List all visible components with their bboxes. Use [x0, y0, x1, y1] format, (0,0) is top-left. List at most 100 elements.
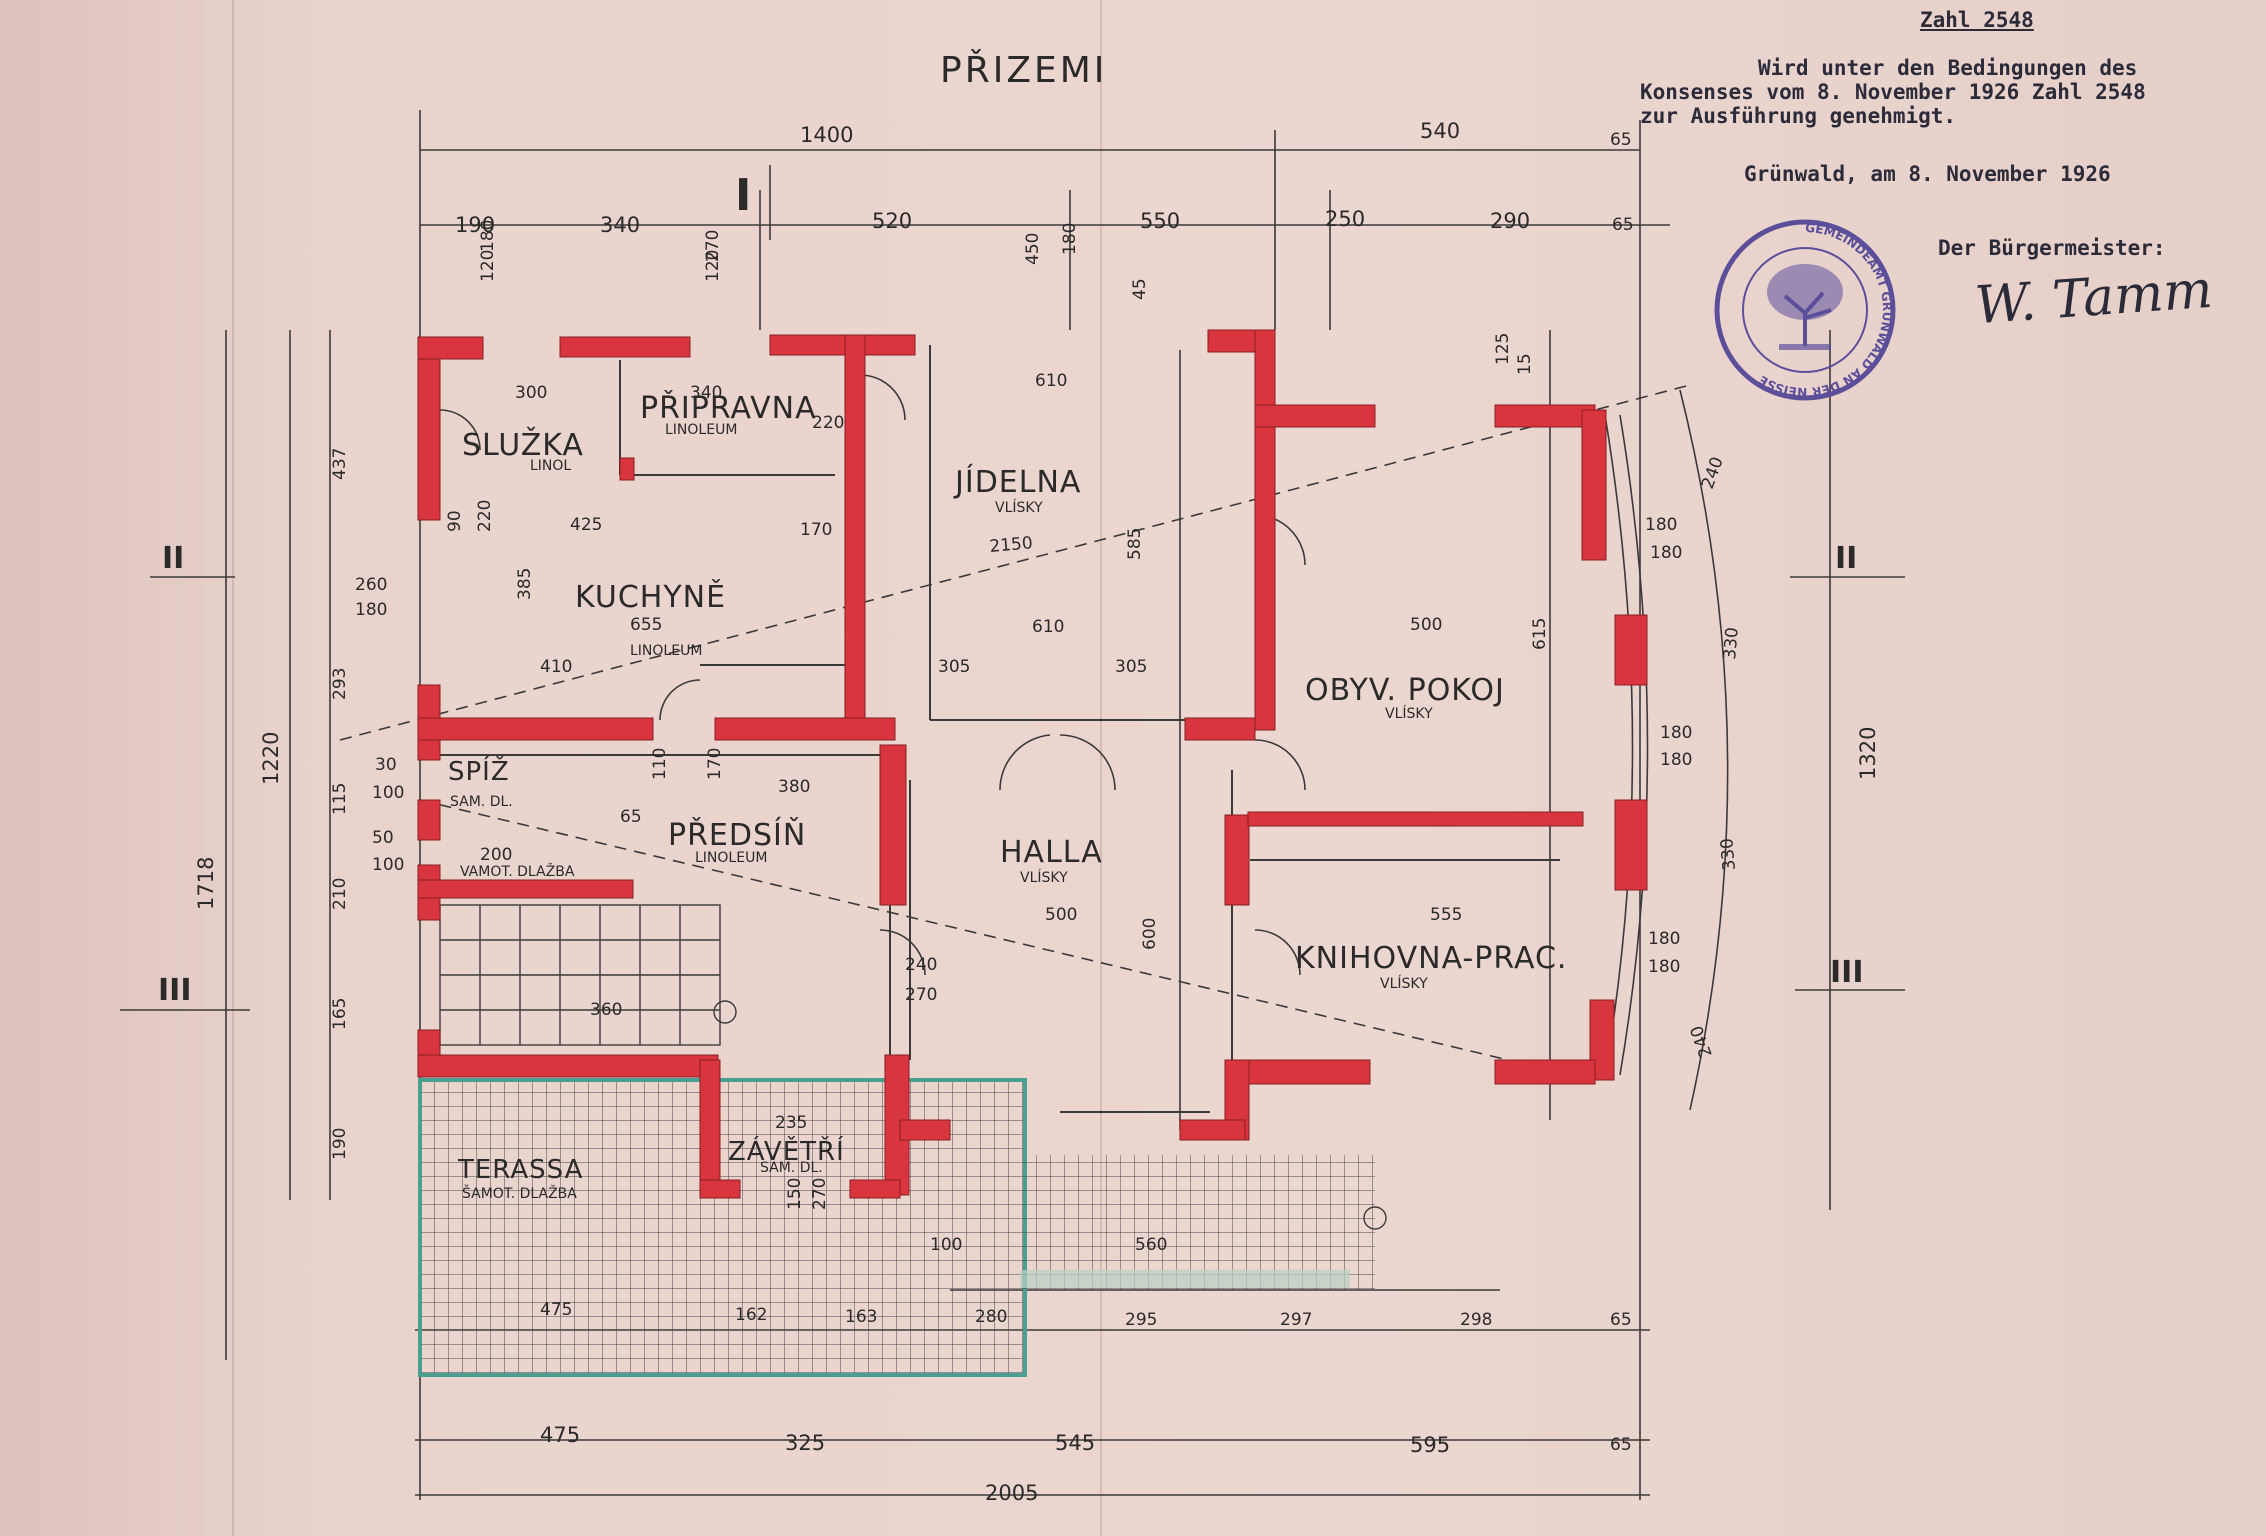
- approval-mayor: Der Bürgermeister:: [1938, 236, 2166, 260]
- paper-fold: [1100, 0, 1102, 1536]
- dimension-label: 65: [1612, 215, 1634, 235]
- dimension-label: 293: [330, 668, 350, 700]
- dimension-label: 170: [800, 520, 832, 540]
- dimension-label: 1220: [259, 732, 283, 785]
- dimension-label: 1718: [194, 857, 218, 910]
- dimension-label: 125: [1493, 333, 1513, 365]
- wall: [844, 334, 866, 731]
- room-name-pripravna: PŘIPRAVNA: [640, 390, 817, 426]
- dimension-label: 180: [1060, 223, 1080, 255]
- room-floor-knihovna: VLÍSKY: [1380, 975, 1428, 992]
- dimension-label: 475: [540, 1300, 572, 1320]
- dimension-label: 100: [372, 783, 404, 803]
- dimension-label: 305: [938, 657, 970, 677]
- staircase: [439, 904, 1387, 1230]
- dimension-label: 150: [785, 1178, 805, 1210]
- dimension-label: 220: [812, 413, 844, 433]
- room-name-terassa: TERASSA: [457, 1155, 583, 1185]
- walls: [417, 329, 1648, 1199]
- dimension-label: 235: [775, 1113, 807, 1133]
- dimension-label: 360: [590, 1000, 622, 1020]
- dimension-label: 500: [1045, 905, 1077, 925]
- dimension-label: 330: [1720, 626, 1743, 660]
- dimension-label: 305: [1115, 657, 1147, 677]
- dimension-label: 250: [1325, 207, 1365, 231]
- room-name-zavetri: ZÁVĚTŘÍ: [728, 1135, 845, 1167]
- dimension-label: 270: [905, 985, 937, 1005]
- wall: [1247, 811, 1584, 827]
- wall: [1224, 814, 1250, 906]
- wall: [417, 717, 654, 741]
- wall: [1494, 1059, 1596, 1085]
- dimension-label: 110: [650, 748, 670, 780]
- step-tint: [1020, 1270, 1350, 1288]
- room-floor-halla: VLÍSKY: [1020, 869, 1068, 886]
- dimension-label: 475: [540, 1423, 580, 1447]
- wall: [879, 744, 907, 906]
- dimension-label: 295: [1125, 1310, 1157, 1330]
- entrance-steps: [905, 1155, 1375, 1290]
- wall: [417, 799, 441, 841]
- dimension-label: 585: [1125, 528, 1145, 560]
- room-floor-pripravna: LINOLEUM: [665, 422, 737, 438]
- room-floor-sluzka: LINOL: [530, 458, 571, 474]
- dimension-label: 115: [330, 783, 350, 815]
- wall: [1179, 1119, 1246, 1141]
- dimension-label: 300: [515, 383, 547, 403]
- dimension-label: 270: [810, 1178, 830, 1210]
- dimension-label: 560: [1135, 1235, 1167, 1255]
- room-floor-zavetri: SAM. DL.: [760, 1160, 823, 1176]
- room-floor-predsin: LINOLEUM: [695, 850, 767, 866]
- room-name-spiz: SPÍŽ: [448, 755, 510, 787]
- dimension-label: 550: [1140, 209, 1180, 233]
- dimension-label: 180: [1648, 929, 1680, 949]
- dimension-label: 340: [600, 213, 640, 237]
- section-marker-top: I: [735, 170, 751, 221]
- dimension-label: 65: [1610, 1435, 1632, 1455]
- dimension-label: 450: [1023, 233, 1043, 265]
- dimension-label: 120: [703, 250, 723, 282]
- dimension-label: 425: [570, 515, 602, 535]
- dimension-label: 15: [1515, 353, 1535, 375]
- approval-place-date: Grünwald, am 8. November 1926: [1744, 162, 2111, 186]
- wall: [1184, 717, 1256, 741]
- dimension-label: 290: [1490, 209, 1530, 233]
- dimension-label: 380: [778, 777, 810, 797]
- dimension-label: 280: [975, 1307, 1007, 1327]
- drawing-titles: PŘIZEMI I II II III III: [158, 49, 1864, 1008]
- dimension-label: 600: [1140, 918, 1160, 950]
- dimension-label: 610: [1035, 371, 1067, 391]
- room-name-halla: HALLA: [1000, 835, 1103, 870]
- dimension-label: 595: [1410, 1433, 1450, 1457]
- wall: [1254, 329, 1276, 731]
- dimension-label: 240: [1687, 1023, 1717, 1060]
- dimension-label: 50: [372, 828, 394, 848]
- wall: [417, 879, 634, 899]
- dimension-label: 615: [1530, 618, 1550, 650]
- dimension-label: 2005: [985, 1481, 1038, 1505]
- dimension-label: 298: [1460, 1310, 1492, 1330]
- dimension-label: 220: [475, 500, 495, 532]
- dimension-label: 100: [372, 855, 404, 875]
- approval-reference: Zahl 2548: [1920, 8, 2034, 32]
- dimension-label: 180: [1648, 957, 1680, 977]
- room-labels: SLUŽKA LINOL PŘIPRAVNA LINOLEUM JÍDELNA …: [448, 390, 1566, 1202]
- wall: [559, 336, 691, 358]
- dimension-label: 545: [1055, 1431, 1095, 1455]
- room-floor-kuchyne: LINOLEUM: [630, 643, 702, 659]
- drawing-title: PŘIZEMI: [940, 49, 1107, 91]
- wall: [417, 336, 441, 521]
- dimension-label: 340: [690, 383, 722, 403]
- dimension-label: 180: [1650, 543, 1682, 563]
- municipal-stamp-icon: GEMEINDEAMT GRÜNWALD AN DER NEISSE: [1714, 219, 1896, 401]
- approval-line-3: zur Ausführung genehmigt.: [1640, 104, 1957, 128]
- section-marker-right-upper: II: [1835, 541, 1857, 576]
- dimension-label: 325: [785, 1431, 825, 1455]
- dimension-label: 170: [705, 748, 725, 780]
- room-floor-jidelna: VLÍSKY: [995, 499, 1043, 516]
- dimension-label: 65: [1610, 1310, 1632, 1330]
- room-floor-obyv-pokoj: VLÍSKY: [1385, 705, 1433, 722]
- dimension-label: 65: [620, 807, 642, 827]
- section-marker-left-upper: II: [162, 541, 184, 576]
